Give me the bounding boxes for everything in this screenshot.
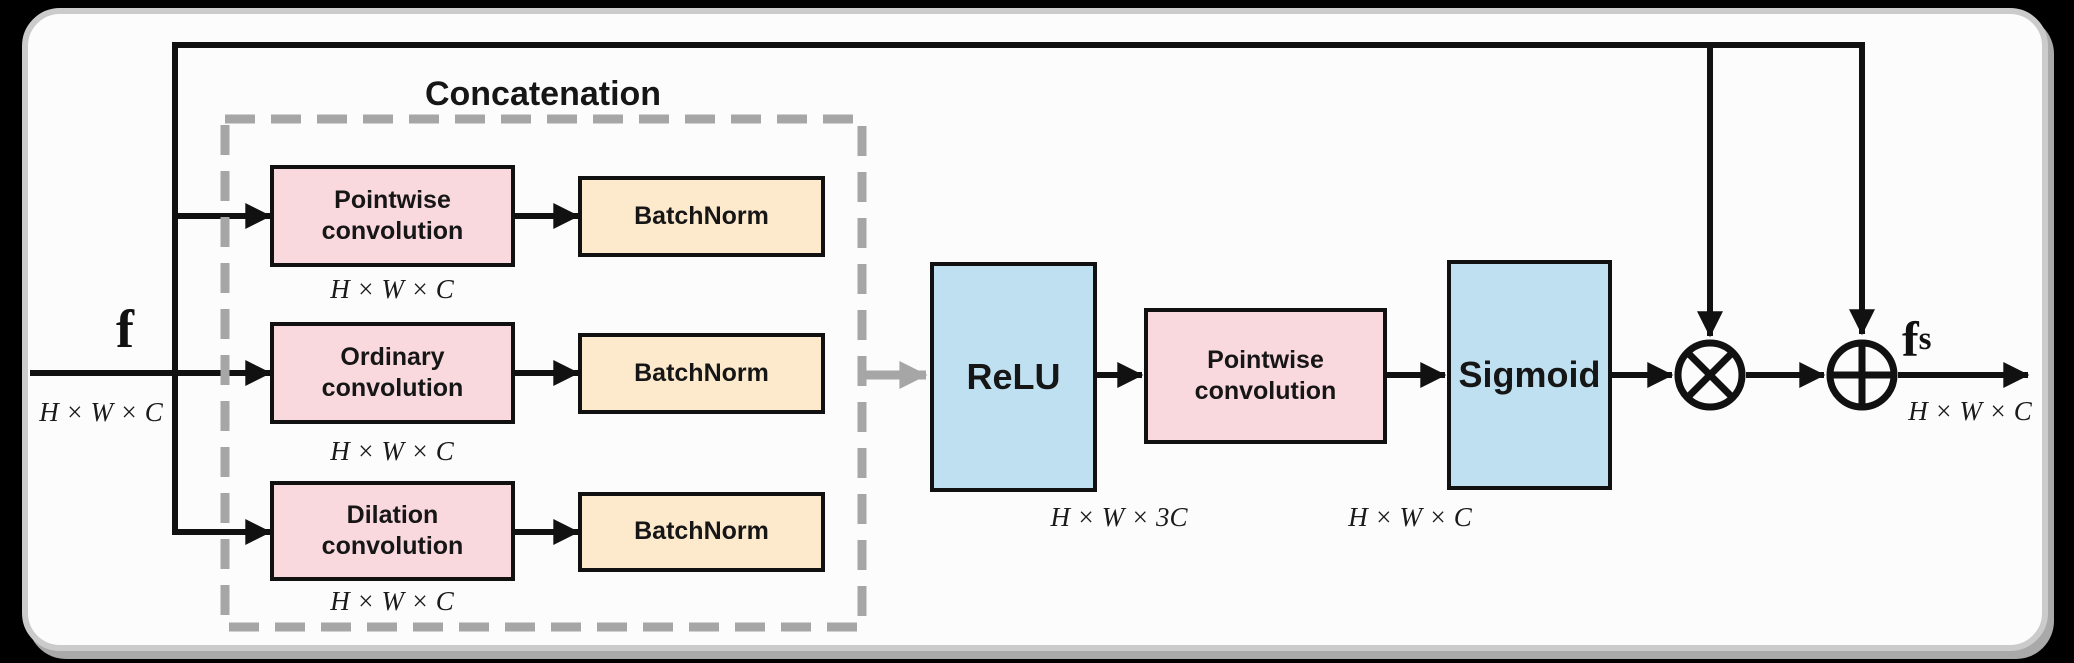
middle-pointwise-convolution-box: Pointwise convolution xyxy=(1144,308,1387,444)
batchnorm-label-top: BatchNorm xyxy=(634,201,769,230)
pointwise-convolution-box: Pointwise convolution xyxy=(270,165,515,267)
output-dims-label: H × W × C xyxy=(1908,395,2032,426)
sigmoid-box: Sigmoid xyxy=(1447,260,1612,490)
ordinary-dims-label: H × W × C xyxy=(330,435,454,466)
output-feature-subscript: s xyxy=(1918,320,1932,357)
batchnorm-box-middle: BatchNorm xyxy=(578,333,825,414)
relu-label: ReLU xyxy=(966,356,1061,397)
pointwise-convolution-label-line2: convolution xyxy=(321,217,464,245)
input-dims-label: H × W × C xyxy=(39,396,163,427)
ordinary-convolution-label-line2: convolution xyxy=(321,374,464,402)
middle-pointwise-label-line1: Pointwise xyxy=(1207,345,1324,374)
middle-pointwise-label-line2: convolution xyxy=(1194,377,1337,405)
ordinary-convolution-box: Ordinary convolution xyxy=(270,322,515,424)
dilation-convolution-label-line2: convolution xyxy=(321,532,464,560)
relu-dims-label: H × W × 3C xyxy=(1050,501,1188,532)
middle-pointwise-dims-label: H × W × C xyxy=(1348,501,1472,532)
relu-box: ReLU xyxy=(930,262,1097,492)
dilation-convolution-label-line1: Dilation xyxy=(346,500,439,529)
ordinary-convolution-label-line1: Ordinary xyxy=(340,342,445,371)
circle-times-icon xyxy=(1674,339,1746,411)
sigmoid-label: Sigmoid xyxy=(1458,354,1601,395)
output-feature-letter: f xyxy=(1902,311,1919,367)
batchnorm-label-middle: BatchNorm xyxy=(634,358,769,387)
input-feature-label: f xyxy=(116,299,134,359)
pointwise-dims-label: H × W × C xyxy=(330,273,454,304)
circle-plus-icon xyxy=(1826,339,1898,411)
concatenation-title: Concatenation xyxy=(424,74,662,113)
pointwise-convolution-label-line1: Pointwise xyxy=(334,185,451,214)
dilation-convolution-box: Dilation convolution xyxy=(270,481,515,581)
batchnorm-label-bottom: BatchNorm xyxy=(634,517,769,546)
batchnorm-box-bottom: BatchNorm xyxy=(578,492,825,572)
dilation-dims-label: H × W × C xyxy=(330,585,454,616)
batchnorm-box-top: BatchNorm xyxy=(578,176,825,257)
